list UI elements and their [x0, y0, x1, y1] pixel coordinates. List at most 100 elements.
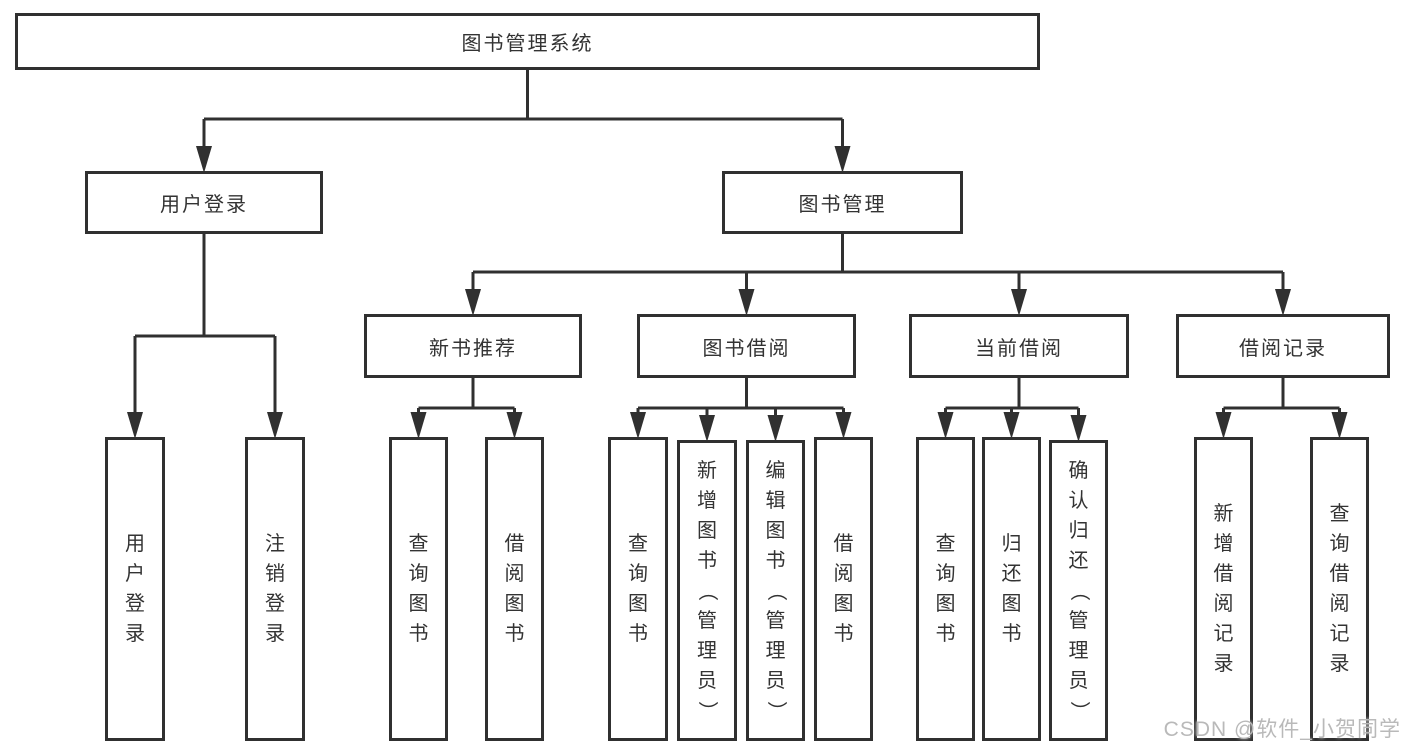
- arrowhead-icon: [630, 412, 646, 439]
- node-label-char: 户: [125, 563, 145, 585]
- node-label-char: 阅: [833, 563, 854, 585]
- node-label-char: 用: [125, 533, 145, 555]
- node-label-char: 图: [408, 593, 429, 615]
- node-label-char: 图: [1001, 593, 1022, 615]
- node-label-char: 查: [935, 533, 956, 555]
- node-label: 查询借阅记录: [1328, 499, 1352, 679]
- node-label-char: 图: [504, 593, 525, 615]
- node-label-char: 还: [1001, 563, 1022, 585]
- node-label: 新增图书（管理员）: [695, 456, 719, 726]
- node-label: 查询图书: [934, 529, 958, 649]
- node-label-char: 询: [935, 563, 956, 585]
- node-label-char: 阅: [504, 563, 525, 585]
- node-label-char: 图: [697, 519, 717, 542]
- node-label-char: 记: [1329, 623, 1350, 645]
- node-label-char: 书: [833, 623, 854, 645]
- node-label-char: 归: [1001, 533, 1022, 555]
- node-label-char: 注: [265, 533, 285, 555]
- node-current-borrow: 当前借阅: [909, 314, 1129, 378]
- node-label-char: 归: [1068, 519, 1089, 542]
- node-label-char: 图: [935, 593, 956, 615]
- node-logout: 注销登录: [245, 437, 305, 741]
- arrowhead-icon: [127, 412, 143, 439]
- node-label: 当前借阅: [975, 337, 1063, 360]
- node-label: 查询图书: [407, 529, 431, 649]
- node-label-char: 询: [408, 563, 429, 585]
- node-label-char: 书: [1001, 623, 1022, 645]
- node-cb-query: 查询图书: [916, 437, 975, 741]
- node-label: 确认归还（管理员）: [1067, 456, 1091, 726]
- arrowhead-icon: [835, 412, 852, 439]
- node-book-mgmt: 图书管理: [722, 171, 963, 234]
- node-cb-return: 归还图书: [982, 437, 1041, 741]
- node-label-char: ）: [696, 700, 718, 721]
- node-label-char: 还: [1068, 549, 1089, 572]
- node-book-borrow: 图书借阅: [637, 314, 856, 378]
- node-label-char: 借: [833, 533, 854, 555]
- node-label-char: 增: [697, 489, 717, 512]
- node-label: 借阅图书: [503, 529, 527, 649]
- node-label: 归还图书: [1000, 529, 1024, 649]
- arrowhead-icon: [1331, 412, 1348, 439]
- node-label-char: （: [1067, 580, 1090, 601]
- node-bb-query: 查询图书: [608, 437, 668, 741]
- node-label-char: 书: [628, 623, 648, 645]
- node-cb-confirm: 确认归还（管理员）: [1049, 440, 1108, 741]
- node-label: 查询图书: [626, 529, 650, 649]
- node-root: 图书管理系统: [15, 13, 1040, 70]
- arrowhead-icon: [937, 412, 954, 439]
- node-label-char: 查: [628, 533, 648, 555]
- node-label-char: 增: [1213, 533, 1234, 555]
- node-label-char: 员: [697, 669, 717, 692]
- node-label-char: 管: [697, 609, 717, 632]
- node-label: 图书借阅: [702, 337, 791, 360]
- node-new-book-rec: 新书推荐: [364, 314, 582, 378]
- node-bb-borrow: 借阅图书: [814, 437, 873, 741]
- node-label-char: 查: [1329, 503, 1350, 525]
- arrowhead-icon: [738, 289, 755, 316]
- node-label-char: 新: [697, 459, 717, 482]
- arrowhead-icon: [267, 412, 283, 439]
- node-label-char: 员: [1068, 669, 1089, 692]
- node-bb-edit: 编辑图书（管理员）: [746, 440, 805, 741]
- node-label-char: 图: [765, 519, 786, 542]
- node-label-char: 询: [628, 563, 648, 585]
- node-nb-borrow: 借阅图书: [485, 437, 544, 741]
- node-label: 借阅图书: [832, 529, 856, 649]
- arrowhead-icon: [1275, 289, 1291, 316]
- arrowhead-icon: [834, 146, 851, 173]
- node-br-add: 新增借阅记录: [1194, 437, 1253, 741]
- node-label-char: 查: [408, 533, 429, 555]
- node-label-char: ）: [764, 700, 787, 721]
- arrowhead-icon: [1003, 412, 1020, 439]
- node-label-char: （: [764, 580, 787, 601]
- node-label-char: 理: [697, 639, 717, 662]
- arrowhead-icon: [699, 415, 715, 442]
- node-label: 用户登录: [160, 194, 248, 216]
- node-label: 编辑图书（管理员）: [764, 456, 788, 726]
- node-label-char: 认: [1068, 489, 1089, 512]
- node-label-char: 理: [765, 639, 786, 662]
- arrowhead-icon: [767, 415, 784, 442]
- watermark: CSDN @软件_小贺同学: [1163, 718, 1401, 741]
- arrowhead-icon: [1011, 289, 1027, 316]
- node-user-login: 用户登录: [105, 437, 165, 741]
- arrowhead-icon: [506, 412, 523, 439]
- node-label-char: 员: [765, 669, 786, 692]
- node-label-char: 新: [1213, 503, 1234, 525]
- node-label-char: 书: [765, 549, 786, 572]
- node-label: 图书管理: [798, 194, 887, 216]
- node-label-char: 管: [1068, 609, 1089, 632]
- node-label-char: 辑: [765, 489, 786, 512]
- arrowhead-icon: [1215, 412, 1232, 439]
- node-label-char: 询: [1329, 533, 1350, 555]
- node-label-char: 管: [765, 609, 786, 632]
- node-label-char: 书: [697, 549, 717, 572]
- node-label-char: 理: [1068, 639, 1089, 662]
- node-borrow-records: 借阅记录: [1176, 314, 1390, 378]
- node-label-char: 阅: [1213, 593, 1234, 615]
- node-bb-add: 新增图书（管理员）: [677, 440, 737, 741]
- node-label-char: 登: [125, 593, 145, 615]
- node-label-char: 录: [125, 623, 145, 645]
